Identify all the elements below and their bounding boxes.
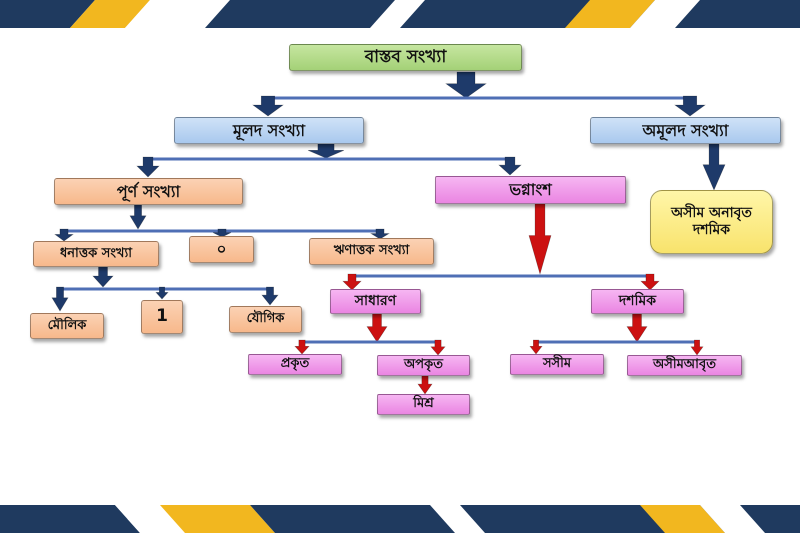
node-positive-integers: ধনাত্তক সংখ্যা bbox=[33, 241, 159, 267]
arrow-to-non-terminating bbox=[702, 143, 726, 191]
top-decor-band bbox=[0, 0, 800, 28]
node-rational-numbers: মূলদ সংখ্যা bbox=[174, 117, 364, 144]
arrow-to-irrational bbox=[674, 95, 706, 117]
arrow-to-terminating bbox=[529, 339, 543, 355]
arrow-to-positive bbox=[54, 228, 74, 242]
node-recurring: অসীমআবৃত bbox=[627, 355, 742, 376]
node-non-terminating-decimal: অসীম অনাবৃত দশমিক bbox=[650, 190, 773, 254]
node-terminating: সসীম bbox=[510, 354, 604, 375]
arrow-positive-down bbox=[92, 266, 114, 288]
bottom-decor-band bbox=[0, 505, 800, 533]
arrow-rational-down bbox=[307, 143, 345, 159]
node-improper: অপকৃত bbox=[377, 355, 470, 376]
arrow-to-proper bbox=[294, 339, 310, 355]
arrow-to-one bbox=[155, 286, 169, 300]
node-zero: ০ bbox=[189, 236, 254, 263]
arrow-decimal-down bbox=[626, 313, 648, 343]
node-one: 1 bbox=[141, 300, 183, 334]
node-mixed: মিশ্র bbox=[377, 394, 470, 415]
arrow-to-negative bbox=[369, 228, 391, 240]
node-composite: যৌগিক bbox=[229, 306, 302, 333]
node-common-fraction: সাধারণ bbox=[330, 289, 421, 314]
arrow-fractions-down bbox=[528, 203, 552, 276]
arrow-common-down bbox=[366, 313, 388, 343]
arrow-to-fractions bbox=[498, 156, 522, 176]
arrow-integers-down bbox=[129, 204, 147, 230]
node-irrational-numbers: অমূলদ সংখ্যা bbox=[590, 117, 781, 144]
arrow-to-common bbox=[342, 273, 362, 291]
arrow-to-prime bbox=[51, 286, 69, 312]
node-real-numbers: বাস্তব সংখ্যা bbox=[289, 44, 522, 71]
arrow-to-recurring bbox=[690, 339, 704, 356]
arrow-to-zero bbox=[212, 228, 232, 238]
arrow-to-decimal bbox=[640, 273, 660, 291]
node-prime: মৌলিক bbox=[30, 313, 104, 339]
arrow-to-mixed bbox=[417, 375, 433, 395]
node-proper: প্রকৃত bbox=[248, 354, 342, 375]
arrow-to-improper bbox=[430, 339, 446, 356]
arrow-real-down bbox=[445, 71, 487, 99]
arrow-to-composite bbox=[261, 286, 279, 306]
node-negative-integers: ঋণাত্তক সংখ্যা bbox=[309, 238, 434, 265]
arrow-to-rational bbox=[252, 95, 284, 117]
node-integers: পূর্ণ সংখ্যা bbox=[54, 178, 243, 205]
arrow-to-integers bbox=[136, 156, 160, 178]
node-fractions: ভগ্নাংশ bbox=[435, 176, 626, 204]
node-decimal-fraction: দশমিক bbox=[591, 289, 684, 314]
